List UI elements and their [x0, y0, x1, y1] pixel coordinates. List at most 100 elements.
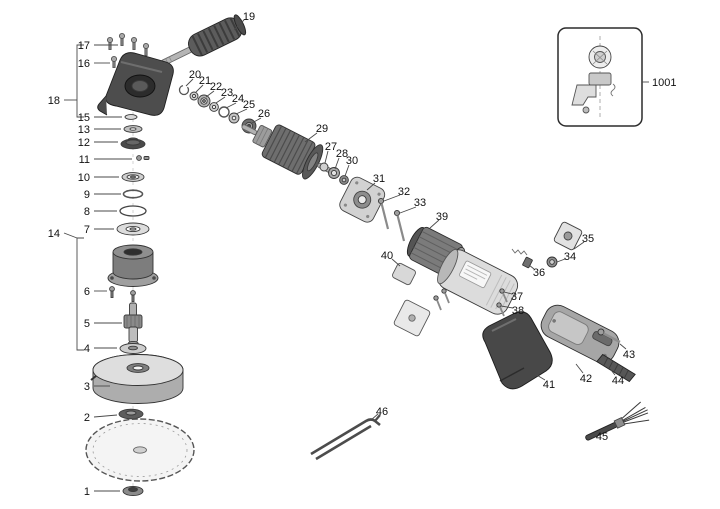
part-label-23: 23 [221, 87, 233, 99]
wheel-guard-drawing [90, 354, 184, 404]
part-label-4: 4 [84, 343, 90, 355]
part-label-45: 45 [596, 431, 608, 443]
part-label-19: 19 [243, 11, 255, 23]
part-label-34: 34 [564, 251, 576, 263]
leader-line-38 [500, 305, 514, 309]
part-label-40: 40 [381, 250, 393, 262]
part-label-20: 20 [189, 69, 201, 81]
leader-line-31 [366, 182, 376, 191]
rotor-bearing-parts-drawing [319, 162, 349, 185]
leader-line-46 [370, 413, 379, 421]
leader-line-43 [619, 343, 627, 350]
part-label-27: 27 [325, 141, 337, 153]
gear-housing-drawing [97, 52, 174, 116]
part-label-12: 12 [78, 137, 90, 149]
part-label-33: 33 [414, 197, 426, 209]
part-label-3: 3 [84, 381, 90, 393]
leader-line-19 [233, 19, 245, 31]
leader-line-21 [195, 84, 204, 93]
cord-guard-drawing [596, 353, 636, 383]
part-label-26: 26 [258, 108, 270, 120]
leader-line-42 [575, 363, 584, 374]
armature-drawing [241, 124, 333, 180]
diagram-artwork [85, 14, 650, 497]
part-label-1001: 1001 [652, 77, 676, 89]
part-label-16: 16 [78, 58, 90, 70]
rear-grip-drawing [482, 311, 553, 390]
leader-line-27 [324, 150, 329, 164]
part-label-24: 24 [232, 93, 244, 105]
part-label-13: 13 [78, 124, 90, 136]
housing-bolts-drawing [377, 197, 406, 242]
leader-line-41 [534, 373, 546, 381]
inner-flange-drawing [118, 408, 144, 420]
field-clamp-drawing [392, 262, 416, 286]
part-label-11: 11 [79, 154, 90, 166]
pin-wrench-drawing [310, 414, 381, 461]
baffle-plate-drawing [393, 299, 431, 337]
leader-line-39 [429, 219, 440, 229]
part-label-5: 5 [84, 318, 90, 330]
leader-line-24 [225, 102, 237, 109]
leader-line-37 [503, 291, 513, 295]
leader-line-22 [205, 90, 215, 98]
cleaning-brush-drawing [585, 401, 650, 441]
part-label-22: 22 [210, 81, 222, 93]
bearing-plate-drawing [339, 176, 386, 223]
part-label-31: 31 [373, 173, 385, 185]
part-label-1: 1 [84, 486, 90, 498]
carbon-brush-parts-drawing [511, 221, 583, 269]
leader-line-26 [251, 117, 262, 124]
motor-housing-drawing [437, 248, 519, 315]
switch-housing-drawing [540, 304, 620, 364]
leader-line-34 [556, 258, 566, 263]
leader-line-33 [399, 206, 417, 214]
baffle-screws-drawing [433, 288, 450, 311]
part-label-37: 37 [511, 291, 523, 303]
part-label-32: 32 [398, 186, 410, 198]
part-label-21: 21 [199, 75, 211, 87]
spindle-drawing [123, 302, 143, 347]
part-label-14: 14 [48, 228, 60, 240]
bracket-14 [76, 237, 84, 351]
leader-line-45 [605, 425, 613, 432]
handle-screw-drawing [597, 328, 621, 344]
part-label-15: 15 [78, 112, 90, 124]
part-label-7: 7 [84, 224, 90, 236]
rear-screws-drawing [496, 288, 508, 317]
part-label-25: 25 [243, 99, 255, 111]
leader-line-29 [304, 132, 318, 143]
part-label-30: 30 [346, 155, 358, 167]
outer-flange-drawing [119, 343, 147, 354]
part-label-18: 18 [48, 95, 60, 107]
part-number-labels-layer: 1716181513121110987146543211920212223242… [48, 11, 677, 498]
part-label-29: 29 [316, 123, 328, 135]
lock-nut-drawing [122, 485, 144, 497]
leader-line-28 [334, 157, 340, 170]
part-label-39: 39 [436, 211, 448, 223]
part-label-35: 35 [582, 233, 594, 245]
part-label-10: 10 [78, 172, 90, 184]
bearing-cover-drawing [107, 244, 159, 287]
leader-line-32 [383, 194, 401, 202]
part-label-28: 28 [336, 148, 348, 160]
leader-line-2 [93, 414, 118, 418]
part-label-42: 42 [580, 373, 592, 385]
leader-lines-layer [63, 19, 649, 492]
part-label-46: 46 [376, 406, 388, 418]
part-label-41: 41 [543, 379, 555, 391]
part-label-2: 2 [84, 412, 90, 424]
inset-detail-box [557, 27, 643, 127]
leader-line-23 [215, 96, 226, 104]
leader-line-35 [573, 241, 585, 250]
cover-screws-drawing [109, 286, 136, 302]
leader-line-40 [391, 258, 401, 267]
leader-line-25 [235, 108, 248, 115]
part-label-17: 17 [78, 40, 90, 52]
part-label-36: 36 [533, 267, 545, 279]
part-label-43: 43 [623, 349, 635, 361]
part-label-9: 9 [84, 189, 90, 201]
leader-line-36 [528, 264, 535, 270]
